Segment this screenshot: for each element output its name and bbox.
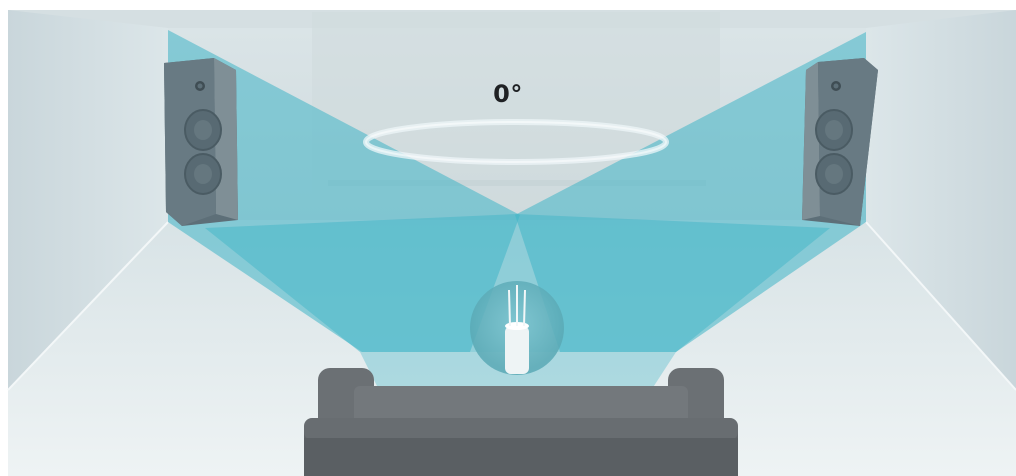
measurement-microphone: [470, 281, 564, 375]
angle-label: 0°: [478, 80, 538, 108]
left-speaker: [164, 58, 238, 226]
